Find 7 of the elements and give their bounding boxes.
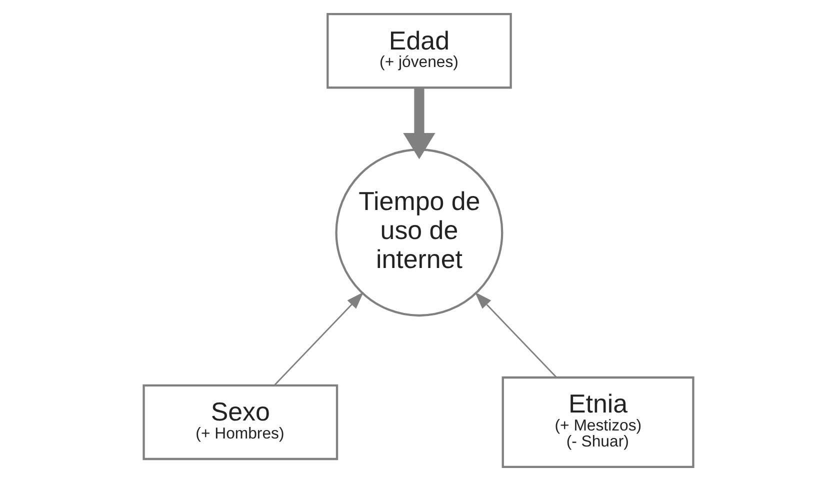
node-box: Sexo (+ Hombres) (142, 384, 338, 460)
arrow (474, 292, 557, 378)
arrow (403, 88, 436, 160)
node-box: Edad (+ jóvenes) (326, 13, 512, 89)
arrow (274, 292, 364, 386)
node-box: Etnia (+ Mestizos) (- Shuar) (502, 376, 694, 468)
node-circle: Tiempo de uso de internet (335, 148, 504, 317)
